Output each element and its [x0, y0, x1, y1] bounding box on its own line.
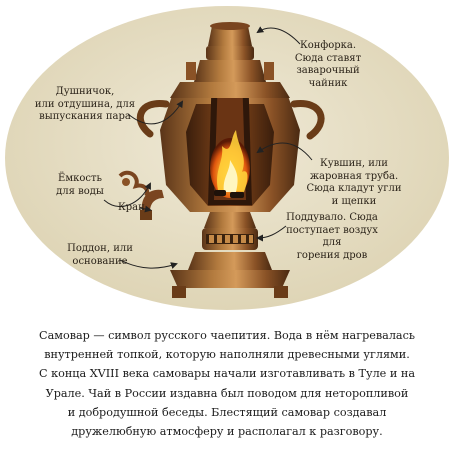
- samovar-illustration: [5, 6, 449, 310]
- samovar-top: [170, 22, 290, 98]
- arrow-tap: [139, 205, 152, 213]
- label-blower: Поддувало. Сюда поступает воздух для гор…: [286, 212, 378, 261]
- arrow-blower: [256, 225, 287, 242]
- samovar-handles: [136, 100, 325, 140]
- samovar-base: [170, 212, 290, 298]
- label-tap: Кран: [118, 202, 145, 213]
- label-chimney: Кувшин, или жаровная труба. Сюда кладут …: [306, 158, 402, 207]
- caption-text: Самовар — символ русского чаепития. Вода…: [39, 329, 415, 439]
- callout-arrows: [103, 26, 313, 269]
- arrow-burner: [256, 26, 301, 45]
- label-vent: Душничок, или отдушина, для выпускания п…: [34, 86, 136, 122]
- label-base: Поддон, или основание: [67, 243, 133, 267]
- label-burner: Конфорка. Сюда ставят заварочный чайник: [294, 40, 362, 89]
- label-water-tank: Ёмкость для воды: [56, 173, 104, 197]
- arrow-water: [103, 182, 151, 208]
- arrow-vent: [127, 100, 184, 125]
- arrow-base: [119, 259, 178, 269]
- fire-flames: [210, 130, 250, 198]
- arrow-chimney: [256, 142, 313, 161]
